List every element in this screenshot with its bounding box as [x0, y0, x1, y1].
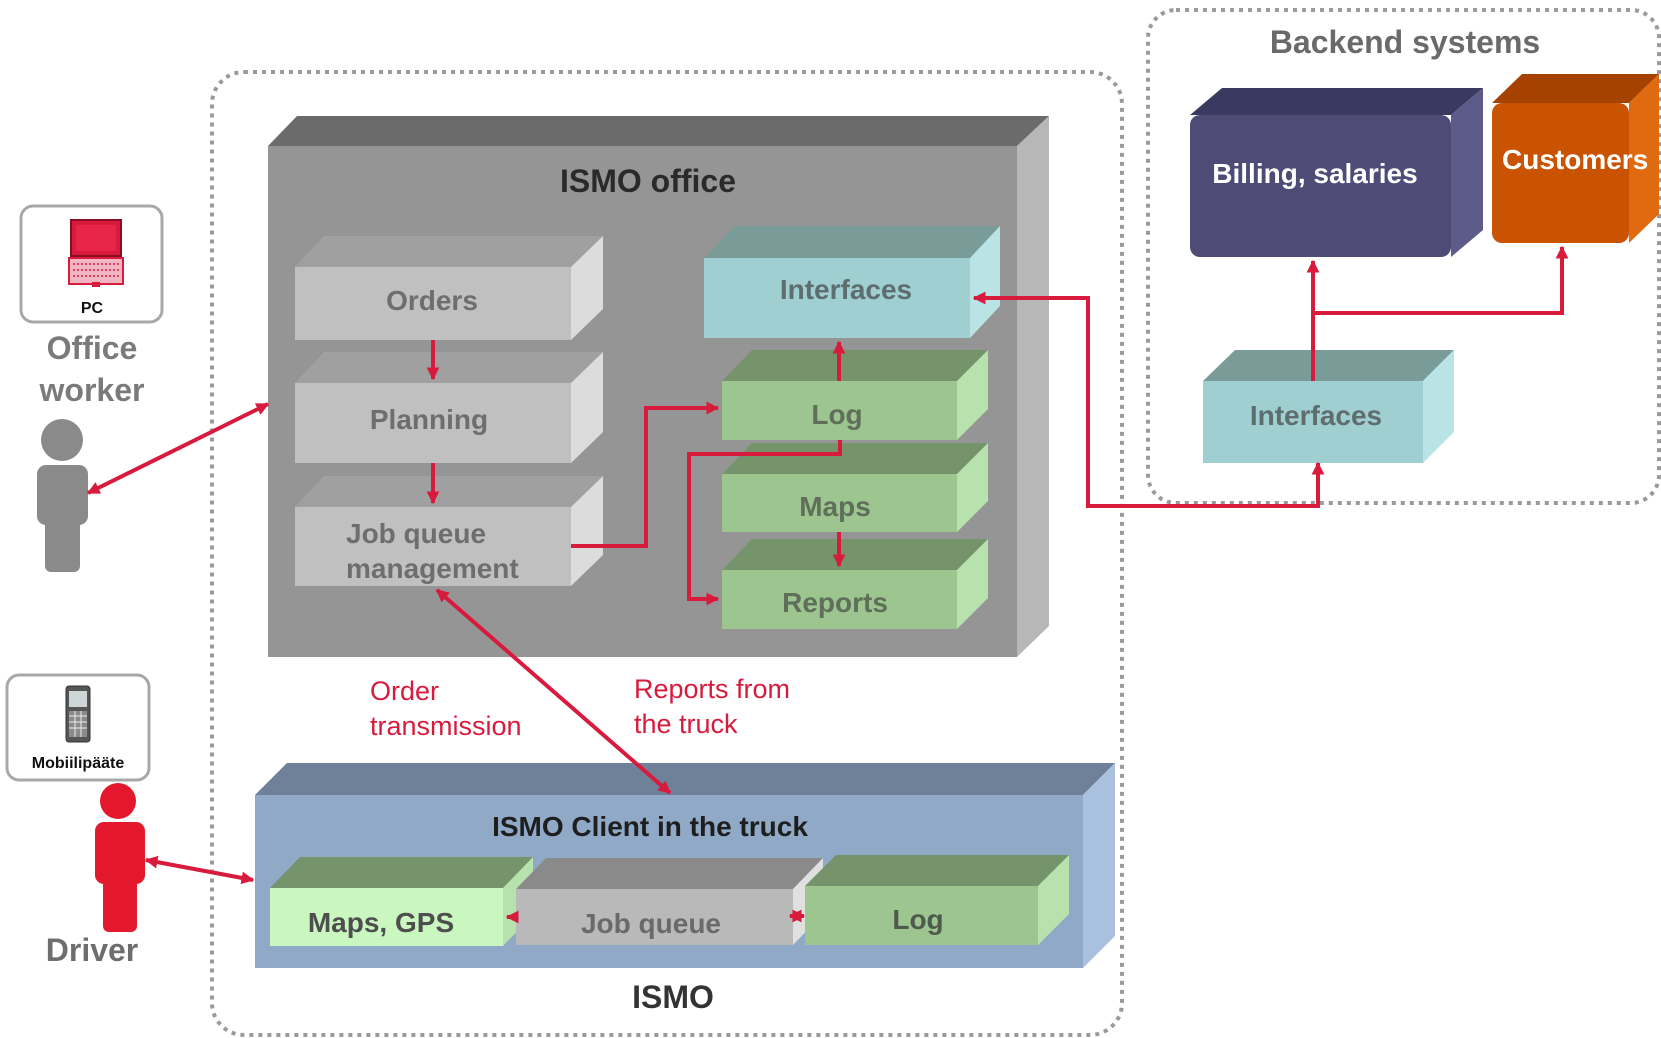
office-reports-label: Reports — [782, 587, 888, 618]
driver-icon — [95, 783, 145, 932]
office-interfaces-label: Interfaces — [780, 274, 912, 305]
connector-lines — [86, 245, 1569, 924]
billing-salaries-box[interactable] — [1190, 88, 1483, 257]
client-maps-gps-box[interactable] — [270, 857, 533, 946]
office-worker-icon — [37, 419, 88, 572]
planning-box[interactable] — [295, 352, 603, 463]
job-queue-label-line2: management — [346, 553, 519, 584]
office-maps-label: Maps — [799, 491, 871, 522]
office-log-label: Log — [811, 399, 862, 430]
office-worker-label-line1: Office — [47, 330, 138, 366]
customers-box[interactable] — [1492, 74, 1659, 243]
customers-label: Customers — [1502, 144, 1648, 175]
office-interfaces-box[interactable] — [704, 226, 1000, 338]
reports-from-truck-label-line2: the truck — [634, 709, 738, 739]
office-reports-box[interactable] — [722, 539, 988, 629]
mobile-phone-icon — [65, 685, 91, 743]
orders-box[interactable] — [295, 236, 603, 340]
planning-label: Planning — [370, 404, 488, 435]
client-maps-gps-label: Maps, GPS — [308, 907, 454, 938]
ismo-group-title: ISMO — [632, 979, 714, 1015]
client-job-queue-label: Job queue — [581, 908, 721, 939]
backend-group-border — [1146, 8, 1661, 505]
client-log-box[interactable] — [805, 855, 1069, 945]
billing-salaries-label: Billing, salaries — [1212, 158, 1417, 189]
job-queue-management-box[interactable] — [295, 476, 603, 586]
job-queue-label-line1: Job queue — [346, 518, 486, 549]
order-transmission-label-line1: Order — [370, 676, 439, 706]
driver-label: Driver — [46, 932, 139, 968]
reports-from-truck-label-line1: Reports from — [634, 674, 790, 704]
ismo-group-border — [210, 70, 1124, 1037]
ismo-client-title: ISMO Client in the truck — [492, 811, 808, 842]
laptop-icon — [68, 219, 124, 287]
ismo-office-title: ISMO office — [560, 163, 736, 199]
order-transmission-label-line2: transmission — [370, 711, 522, 741]
backend-title: Backend systems — [1270, 24, 1540, 60]
backend-interfaces-label: Interfaces — [1250, 400, 1382, 431]
orders-label: Orders — [386, 285, 478, 316]
office-worker-label-line2: worker — [39, 372, 145, 408]
client-log-label: Log — [892, 904, 943, 935]
mobile-device-label: Mobiilipääte — [32, 755, 125, 772]
office-log-box[interactable] — [722, 350, 988, 440]
pc-label: PC — [81, 300, 104, 317]
